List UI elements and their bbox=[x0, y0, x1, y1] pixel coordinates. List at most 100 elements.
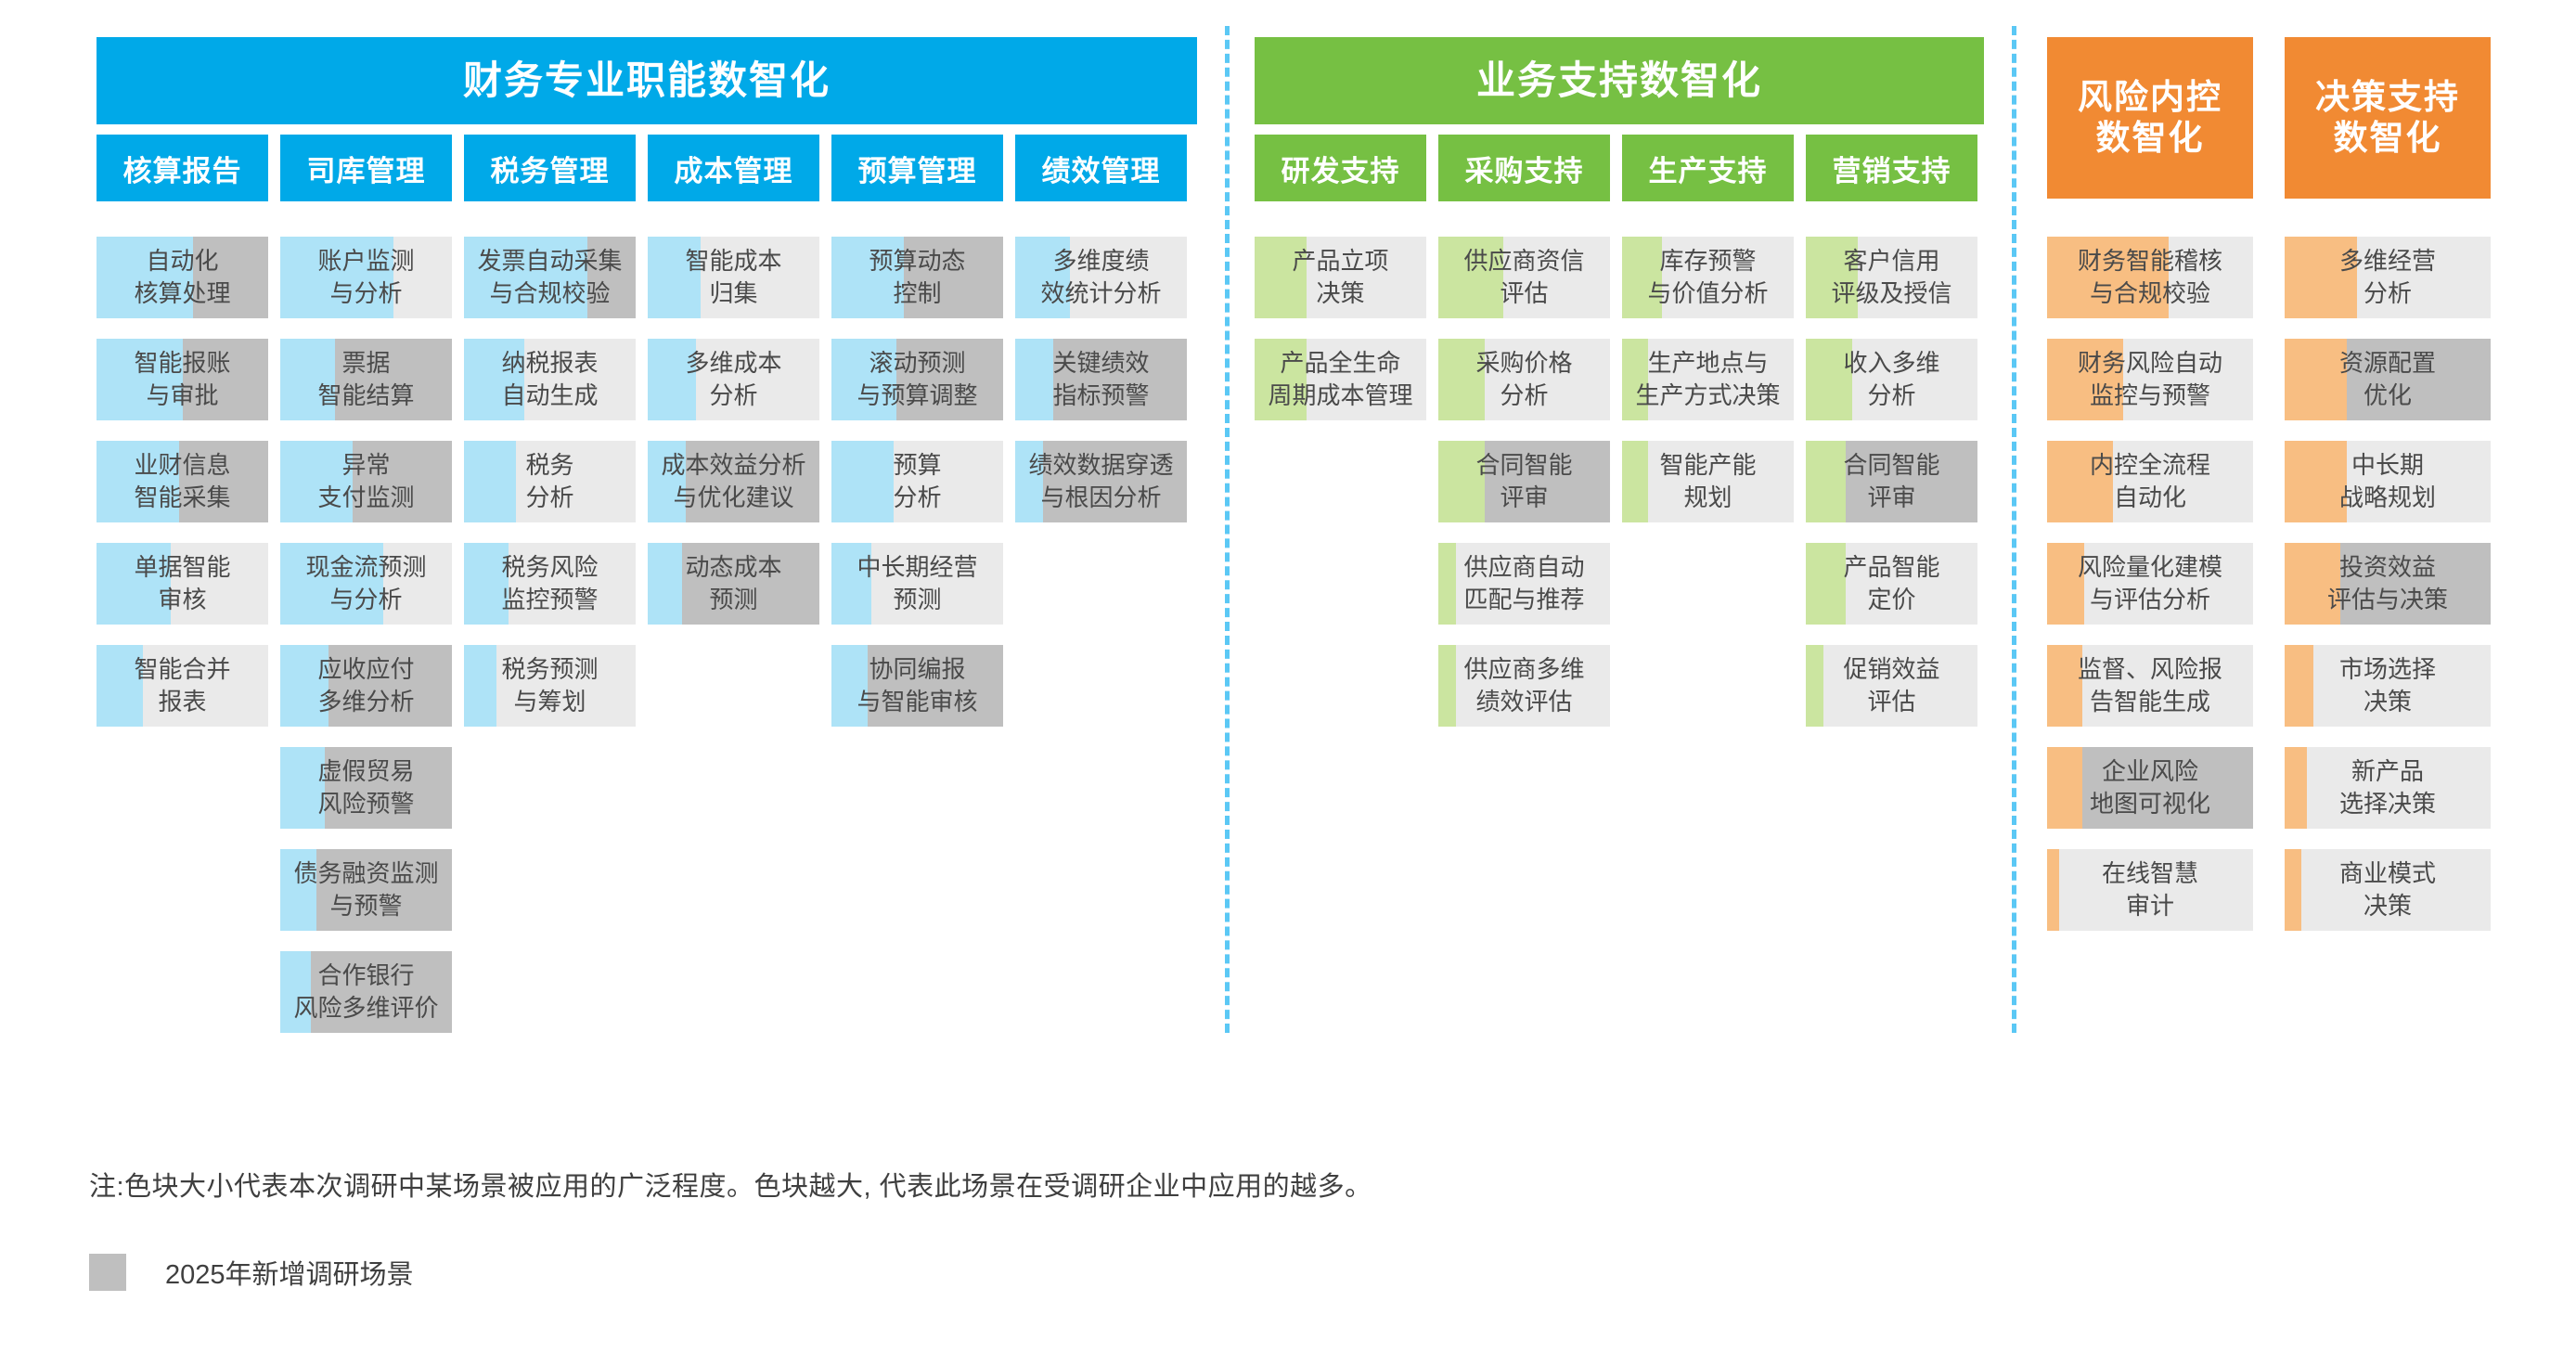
scenario-cell[interactable]: 税务风险 监控预警 bbox=[464, 543, 636, 625]
scenario-cell[interactable]: 异常 支付监测 bbox=[280, 441, 452, 522]
column-header-税务管理[interactable]: 税务管理 bbox=[464, 135, 636, 201]
column-header-成本管理[interactable]: 成本管理 bbox=[648, 135, 819, 201]
cell-prevalence-bar bbox=[648, 237, 702, 318]
scenario-cell[interactable]: 企业风险 地图可视化 bbox=[2047, 747, 2253, 829]
scenario-label: 库存预警 与价值分析 bbox=[1647, 247, 1769, 307]
scenario-label: 智能成本 归集 bbox=[685, 247, 782, 307]
banner-risk-label: 风险内控数智化 bbox=[2078, 78, 2222, 157]
scenario-cell[interactable]: 合同智能 评审 bbox=[1806, 441, 1977, 522]
scenario-cell[interactable]: 客户信用 评级及授信 bbox=[1806, 237, 1977, 318]
scenario-cell[interactable]: 合同智能 评审 bbox=[1438, 441, 1610, 522]
scenario-cell[interactable]: 资源配置 优化 bbox=[2285, 339, 2491, 420]
column-header-绩效管理[interactable]: 绩效管理 bbox=[1015, 135, 1187, 201]
cell-prevalence-bar bbox=[2047, 237, 2169, 318]
cell-prevalence-bar bbox=[280, 849, 316, 931]
scenario-cell[interactable]: 智能报账 与审批 bbox=[97, 339, 268, 420]
scenario-cell[interactable]: 内控全流程 自动化 bbox=[2047, 441, 2253, 522]
column-header-生产支持[interactable]: 生产支持 bbox=[1622, 135, 1794, 201]
cell-background bbox=[1438, 645, 1610, 727]
scenario-cell[interactable]: 纳税报表 自动生成 bbox=[464, 339, 636, 420]
scenario-cell[interactable]: 预算动态 控制 bbox=[831, 237, 1003, 318]
scenario-label: 成本效益分析 与优化建议 bbox=[661, 451, 806, 511]
scenario-label: 供应商多维 绩效评估 bbox=[1463, 655, 1585, 715]
scenario-cell[interactable]: 财务风险自动 监控与预警 bbox=[2047, 339, 2253, 420]
column-核算报告: 自动化 核算处理智能报账 与审批业财信息 智能采集单据智能 审核智能合并 报表 bbox=[97, 237, 268, 747]
scenario-cell[interactable]: 中长期 战略规划 bbox=[2285, 441, 2491, 522]
banner-decision: 决策支持数智化 bbox=[2285, 37, 2491, 199]
cell-prevalence-bar bbox=[1806, 237, 1858, 318]
scenario-cell[interactable]: 成本效益分析 与优化建议 bbox=[648, 441, 819, 522]
scenario-cell[interactable]: 财务智能稽核 与合规校验 bbox=[2047, 237, 2253, 318]
scenario-cell[interactable]: 智能产能 规划 bbox=[1622, 441, 1794, 522]
scenario-cell[interactable]: 多维成本 分析 bbox=[648, 339, 819, 420]
scenario-cell[interactable]: 智能合并 报表 bbox=[97, 645, 268, 727]
scenario-cell[interactable]: 生产地点与 生产方式决策 bbox=[1622, 339, 1794, 420]
scenario-label: 智能报账 与审批 bbox=[134, 349, 231, 409]
scenario-cell[interactable]: 合作银行 风险多维评价 bbox=[280, 951, 452, 1033]
banner-risk: 风险内控数智化 bbox=[2047, 37, 2253, 199]
column-header-营销支持[interactable]: 营销支持 bbox=[1806, 135, 1977, 201]
column-header-核算报告[interactable]: 核算报告 bbox=[97, 135, 268, 201]
scenario-cell[interactable]: 虚假贸易 风险预警 bbox=[280, 747, 452, 829]
cell-prevalence-bar bbox=[280, 747, 326, 829]
scenario-cell[interactable]: 投资效益 评估与决策 bbox=[2285, 543, 2491, 625]
banner-finance-label: 财务专业职能数智化 bbox=[462, 58, 831, 103]
scenario-label: 业财信息 智能采集 bbox=[134, 451, 231, 511]
scenario-label: 税务预测 与筹划 bbox=[501, 655, 599, 715]
scenario-cell[interactable]: 库存预警 与价值分析 bbox=[1622, 237, 1794, 318]
scenario-cell[interactable]: 动态成本 预测 bbox=[648, 543, 819, 625]
scenario-cell[interactable]: 供应商自动 匹配与推荐 bbox=[1438, 543, 1610, 625]
scenario-label: 客户信用 评级及授信 bbox=[1831, 247, 1952, 307]
scenario-cell[interactable]: 预算 分析 bbox=[831, 441, 1003, 522]
scenario-cell[interactable]: 单据智能 审核 bbox=[97, 543, 268, 625]
column-header-采购支持[interactable]: 采购支持 bbox=[1438, 135, 1610, 201]
scenario-label: 供应商自动 匹配与推荐 bbox=[1463, 553, 1585, 613]
scenario-cell[interactable]: 供应商多维 绩效评估 bbox=[1438, 645, 1610, 727]
scenario-cell[interactable]: 协同编报 与智能审核 bbox=[831, 645, 1003, 727]
scenario-label: 税务风险 监控预警 bbox=[501, 553, 599, 613]
scenario-cell[interactable]: 账户监测 与分析 bbox=[280, 237, 452, 318]
scenario-cell[interactable]: 绩效数据穿透 与根因分析 bbox=[1015, 441, 1187, 522]
scenario-cell[interactable]: 风险量化建模 与评估分析 bbox=[2047, 543, 2253, 625]
scenario-cell[interactable]: 在线智慧 审计 bbox=[2047, 849, 2253, 931]
scenario-cell[interactable]: 市场选择 决策 bbox=[2285, 645, 2491, 727]
cell-prevalence-bar bbox=[1806, 441, 1846, 522]
scenario-cell[interactable]: 产品全生命 周期成本管理 bbox=[1255, 339, 1426, 420]
scenario-cell[interactable]: 税务预测 与筹划 bbox=[464, 645, 636, 727]
scenario-cell[interactable]: 供应商资信 评估 bbox=[1438, 237, 1610, 318]
scenario-cell[interactable]: 中长期经营 预测 bbox=[831, 543, 1003, 625]
scenario-cell[interactable]: 税务 分析 bbox=[464, 441, 636, 522]
scenario-cell[interactable]: 关键绩效 指标预警 bbox=[1015, 339, 1187, 420]
scenario-cell[interactable]: 应收应付 多维分析 bbox=[280, 645, 452, 727]
column-成本管理: 智能成本 归集多维成本 分析成本效益分析 与优化建议动态成本 预测 bbox=[648, 237, 819, 645]
scenario-cell[interactable]: 监督、风险报 告智能生成 bbox=[2047, 645, 2253, 727]
scenario-cell[interactable]: 采购价格 分析 bbox=[1438, 339, 1610, 420]
cell-background bbox=[2285, 645, 2491, 727]
scenario-cell[interactable]: 现金流预测 与分析 bbox=[280, 543, 452, 625]
scenario-cell[interactable]: 债务融资监测 与预警 bbox=[280, 849, 452, 931]
column-header-研发支持[interactable]: 研发支持 bbox=[1255, 135, 1426, 201]
scenario-cell[interactable]: 业财信息 智能采集 bbox=[97, 441, 268, 522]
column-header-预算管理[interactable]: 预算管理 bbox=[831, 135, 1003, 201]
scenario-cell[interactable]: 产品智能 定价 bbox=[1806, 543, 1977, 625]
cell-prevalence-bar bbox=[1622, 339, 1648, 420]
scenario-cell[interactable]: 发票自动采集 与合规校验 bbox=[464, 237, 636, 318]
column-header-司库管理[interactable]: 司库管理 bbox=[280, 135, 452, 201]
scenario-cell[interactable]: 智能成本 归集 bbox=[648, 237, 819, 318]
scenario-label: 采购价格 分析 bbox=[1475, 349, 1573, 409]
scenario-cell[interactable]: 促销效益 评估 bbox=[1806, 645, 1977, 727]
scenario-cell[interactable]: 滚动预测 与预算调整 bbox=[831, 339, 1003, 420]
scenario-cell[interactable]: 收入多维 分析 bbox=[1806, 339, 1977, 420]
scenario-cell[interactable]: 自动化 核算处理 bbox=[97, 237, 268, 318]
column-header-label: 研发支持 bbox=[1281, 154, 1400, 187]
scenario-label: 收入多维 分析 bbox=[1843, 349, 1940, 409]
cell-prevalence-bar bbox=[1806, 645, 1823, 727]
scenario-cell[interactable]: 商业模式 决策 bbox=[2285, 849, 2491, 931]
scenario-cell[interactable]: 产品立项 决策 bbox=[1255, 237, 1426, 318]
scenario-cell[interactable]: 多维度绩 效统计分析 bbox=[1015, 237, 1187, 318]
scenario-cell[interactable]: 新产品 选择决策 bbox=[2285, 747, 2491, 829]
scenario-label: 产品智能 定价 bbox=[1843, 553, 1940, 613]
column-risk: 财务智能稽核 与合规校验财务风险自动 监控与预警内控全流程 自动化风险量化建模 … bbox=[2047, 237, 2253, 951]
scenario-cell[interactable]: 票据 智能结算 bbox=[280, 339, 452, 420]
scenario-cell[interactable]: 多维经营 分析 bbox=[2285, 237, 2491, 318]
